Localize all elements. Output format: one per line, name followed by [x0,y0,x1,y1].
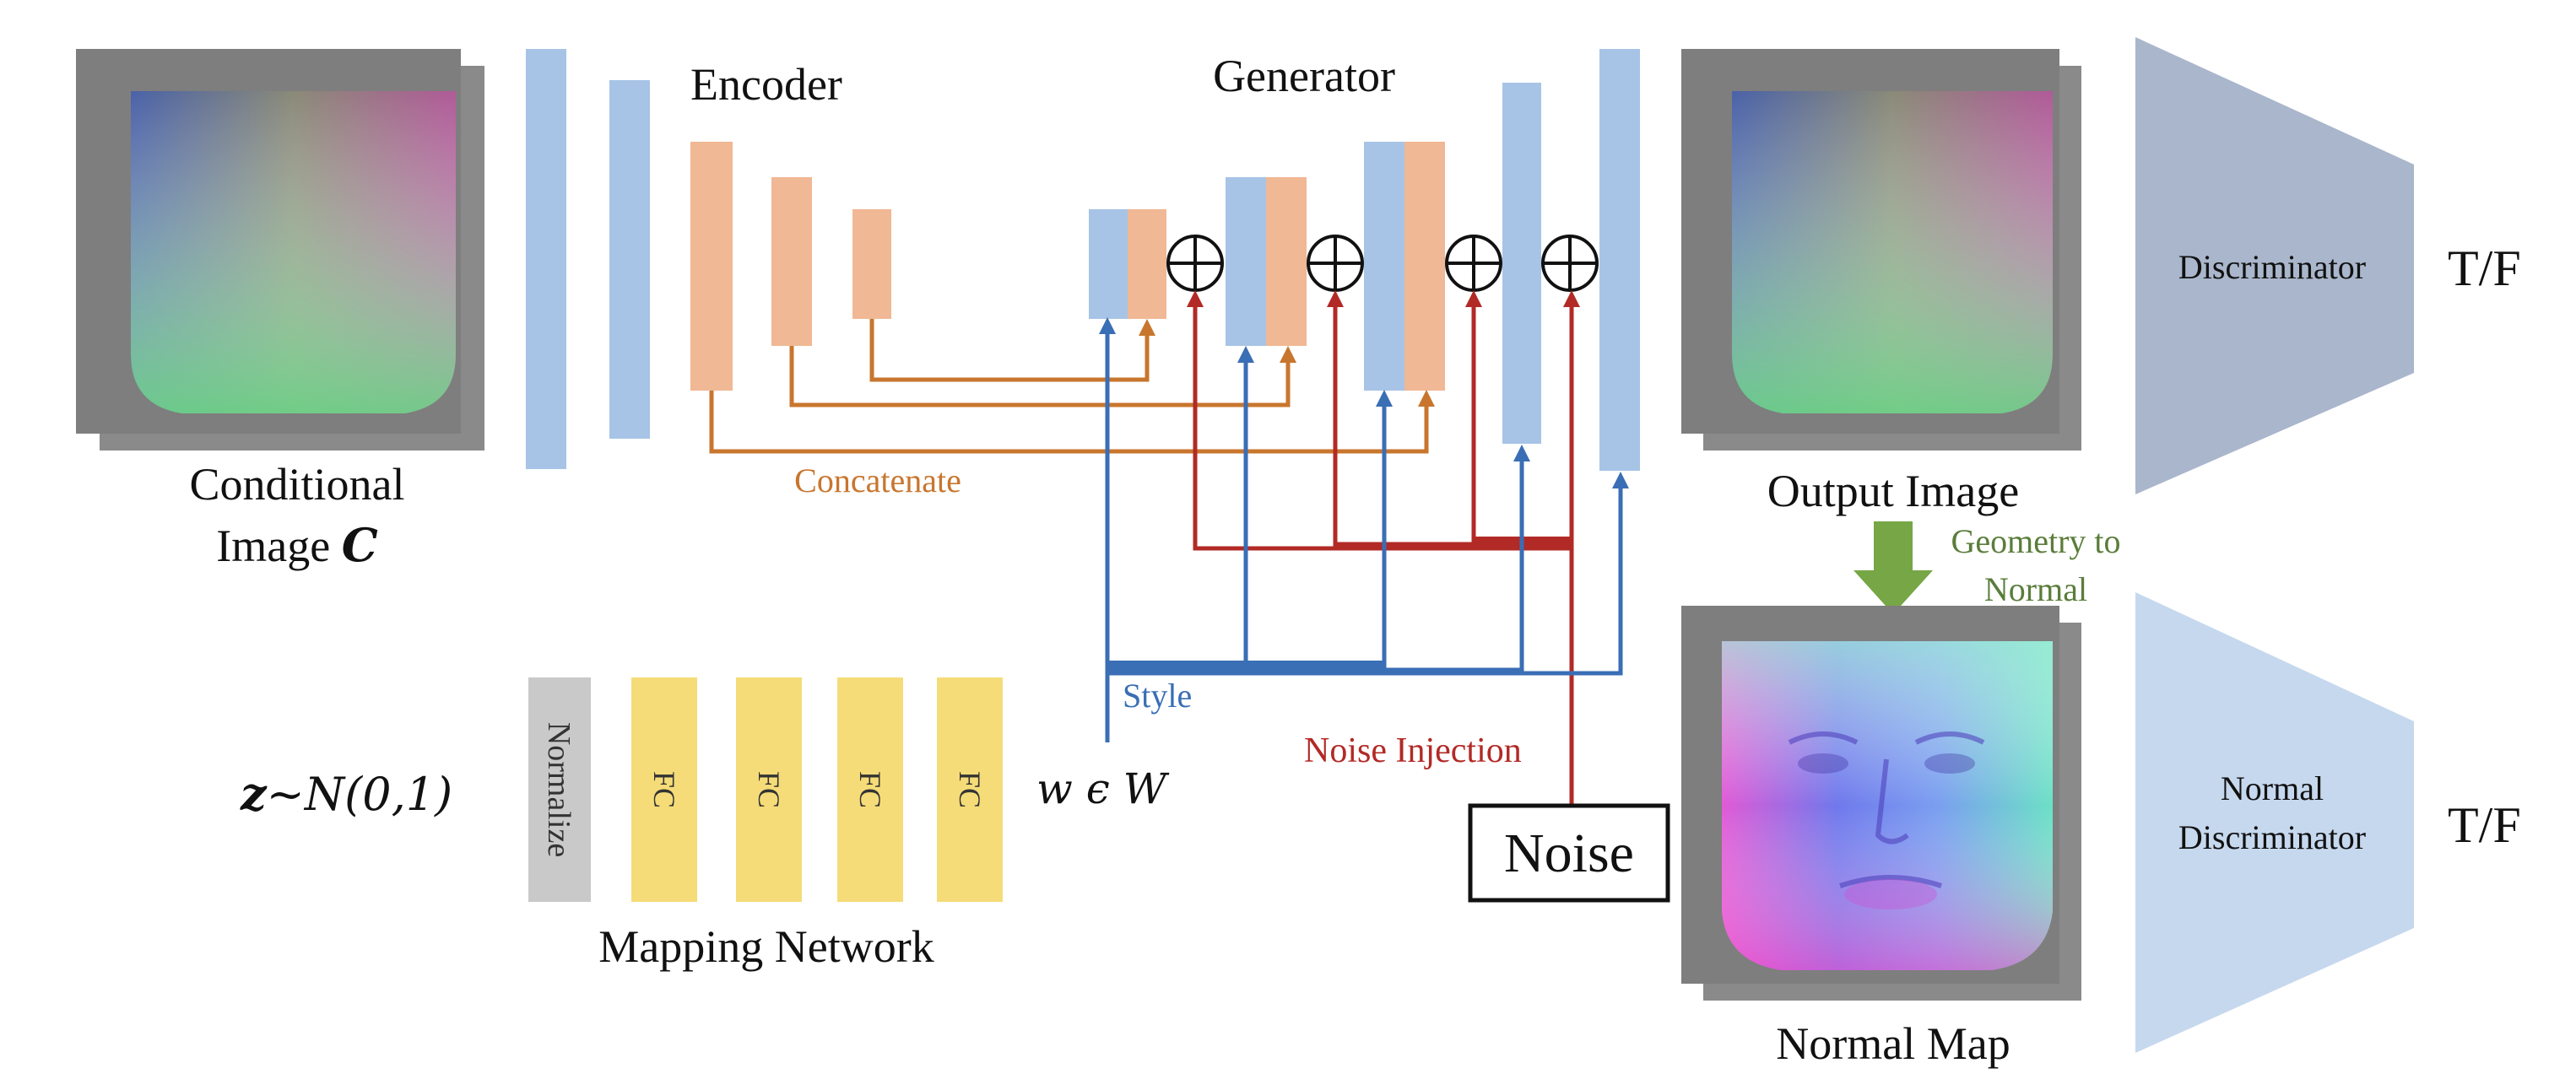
fc-label-2: FC [752,771,786,808]
generator-blocks [1089,49,1640,471]
fc-block-4 [937,677,1003,902]
encoder-block-2 [771,177,812,346]
noise-box [1468,803,1670,903]
fc-block-3 [837,677,903,902]
generator-block-1-orange [1128,209,1166,319]
discriminator-label: Discriminator [2178,248,2366,286]
normalize-label: Normalize [541,722,576,857]
normal-map-image [1681,606,2081,1001]
encoder-label: Encoder [690,59,842,110]
generator-block-5 [1599,49,1640,471]
fc-label-3: FC [853,771,887,808]
conditional-symbol: C [342,518,378,572]
encoder-blocks [526,49,891,469]
normal-discriminator-label-line2: Discriminator [2178,818,2366,856]
fc-block-2 [736,677,802,902]
output-image-label: Output Image [1767,466,2019,516]
geometry-to-normal-line1: Geometry to [1951,522,2120,560]
encoder-block-3 [852,209,891,319]
style-connections [1105,331,1623,742]
generator-block-1-blue [1089,209,1128,319]
generator-label: Generator [1213,51,1395,101]
generator-block-3-orange [1404,142,1445,391]
fc-blocks [631,677,1003,902]
down-arrow-icon [1854,521,1933,614]
noise-label: Noise [1504,823,1634,884]
generator-block-3-blue [1364,142,1404,391]
fc-label-4: FC [953,771,987,808]
plus-circle-icon [1166,235,1224,292]
fc-block-1 [631,677,697,902]
discriminator [2135,37,2414,494]
normal-discriminator [2135,592,2414,1053]
plus-circle-icon [1445,235,1502,292]
normal-discriminator-label-line1: Normal [2221,769,2324,807]
style-arrowheads [1099,317,1629,488]
w-in-W-label: w ϵ W [1036,764,1170,813]
encoder-input-block-2 [609,80,650,439]
geometry-to-normal-line2: Normal [1984,570,2087,608]
encoder-input-block-1 [526,49,566,469]
concatenate-connections [709,319,1429,454]
conditional-image [76,49,484,451]
latent-z-label: z~N(0,1) [240,767,452,821]
generator-block-4 [1502,83,1541,444]
plus-circle-icon [1307,235,1364,292]
generator-block-2-orange [1266,177,1307,346]
normalize-block [528,677,591,902]
encoder-block-1 [690,142,733,391]
style-label: Style [1123,677,1192,715]
concatenate-label: Concatenate [794,461,961,499]
output-image [1681,49,2081,451]
noise-injection-label: Noise Injection [1304,731,1522,770]
tf-output-bottom: T/F [2448,797,2521,853]
concatenate-arrowheads [1139,319,1435,407]
conditional-image-label-line2: Image C [216,518,377,572]
plus-circle-icon [1541,235,1599,292]
mapping-network-label: Mapping Network [598,921,934,972]
tf-output-top: T/F [2448,240,2521,296]
normal-map-label: Normal Map [1776,1018,2010,1069]
conditional-image-label-line1: Conditional [190,459,405,510]
noise-arrowheads [1187,290,1580,307]
fc-label-1: FC [647,771,681,808]
generator-block-2-blue [1226,177,1266,346]
